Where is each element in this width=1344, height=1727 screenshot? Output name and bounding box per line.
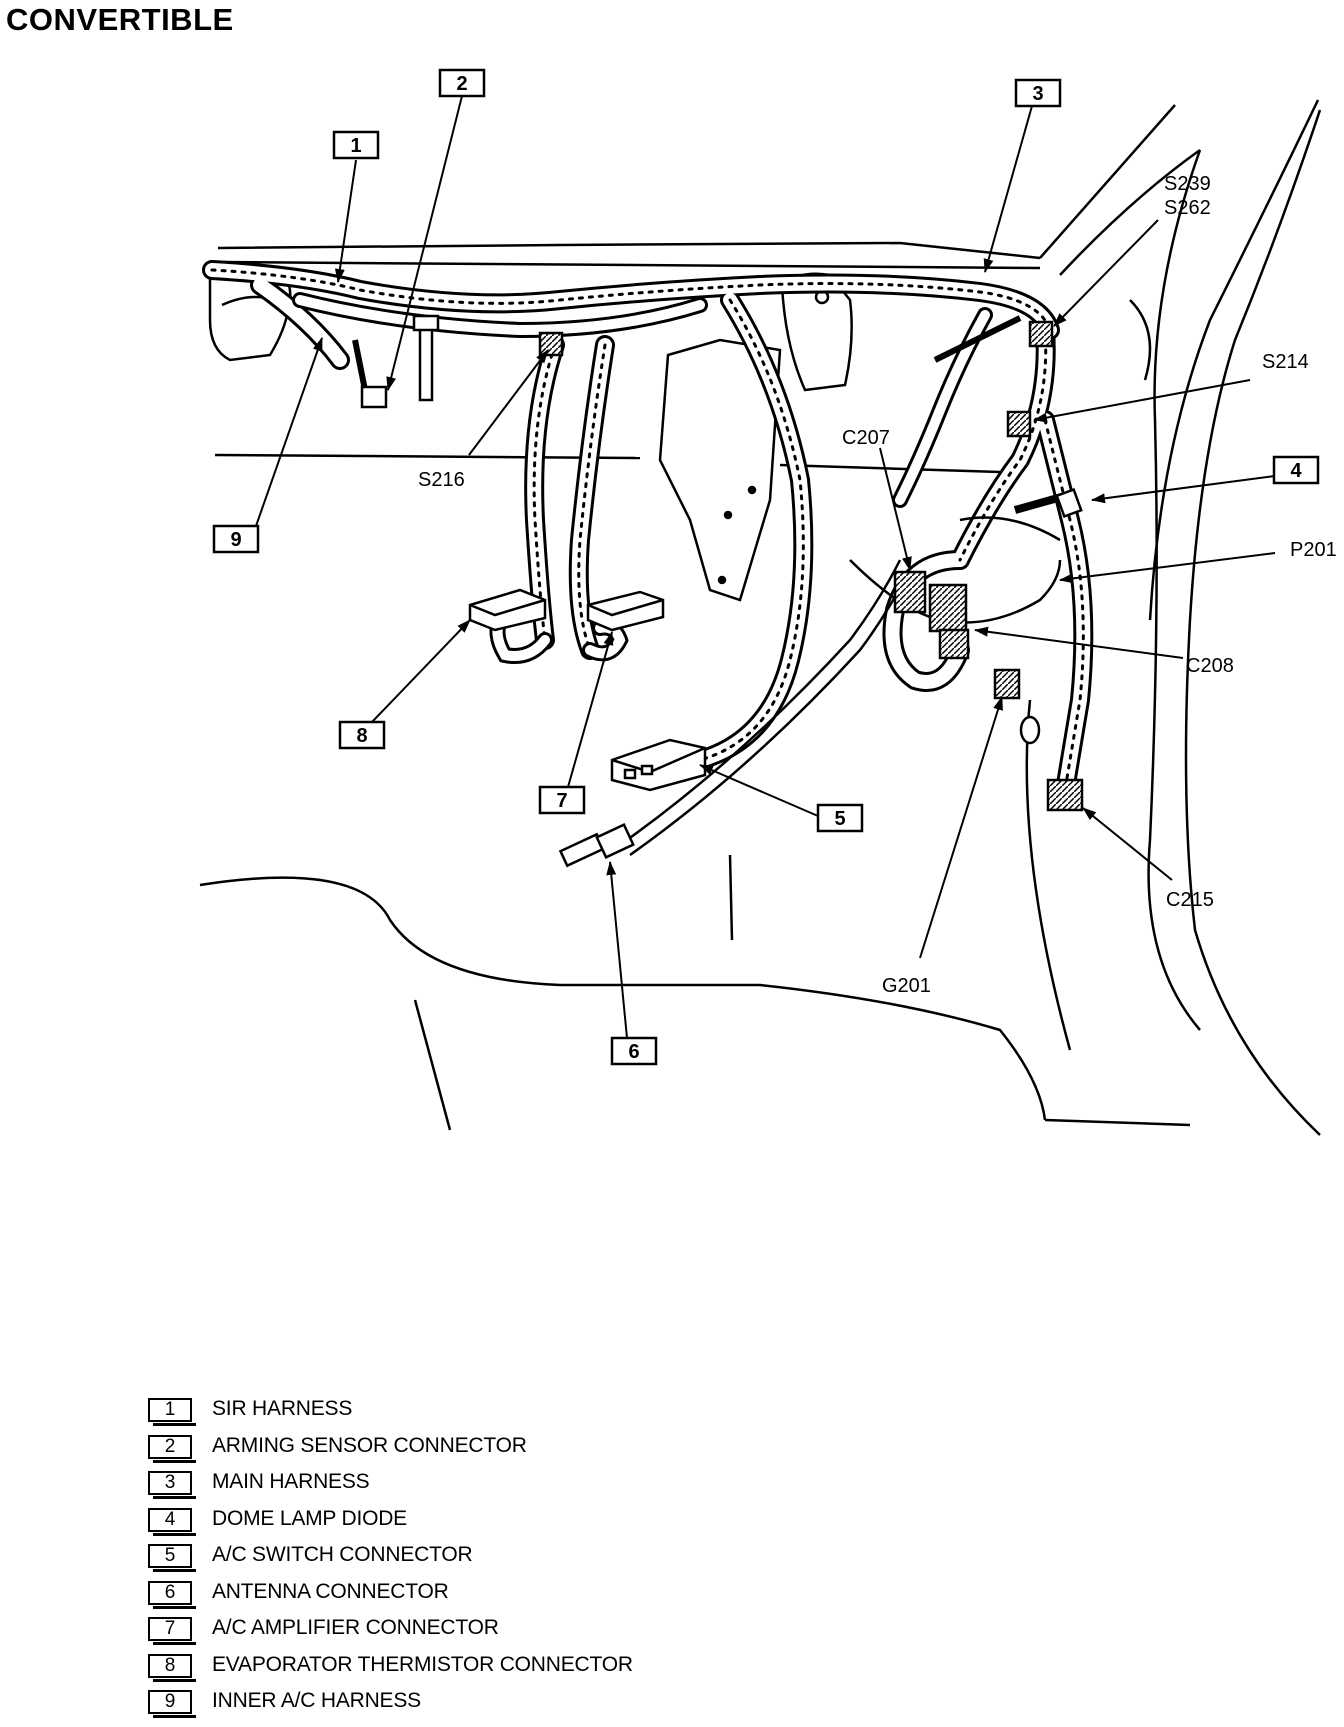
legend-description: DOME LAMP DIODE	[212, 1506, 407, 1530]
label-p201: P201	[1290, 539, 1337, 561]
legend-description: A/C SWITCH CONNECTOR	[212, 1543, 473, 1566]
legend-number: 9	[148, 1690, 196, 1718]
legend-description: ANTENNA CONNECTOR	[212, 1579, 449, 1603]
callout-box-3: 3	[1014, 78, 1062, 108]
label-s239: S239	[1164, 173, 1211, 195]
callout-number-1: 1	[350, 135, 361, 157]
legend-number: 2	[148, 1434, 196, 1463]
callout-number-2: 2	[456, 73, 467, 95]
label-s262: S262	[1164, 197, 1211, 219]
leader-lines	[255, 95, 1276, 1039]
callout-box-6: 6	[610, 1036, 658, 1066]
label-c215: C215	[1166, 889, 1214, 911]
legend-description: SIR HARNESS	[212, 1397, 353, 1420]
callout-box-5: 5	[816, 803, 864, 833]
callout-number-5: 5	[834, 808, 845, 830]
callout-box-4: 4	[1272, 455, 1320, 485]
legend-number: 5	[148, 1544, 196, 1572]
callout-box-7: 7	[538, 785, 586, 815]
page-title: CONVERTIBLE	[6, 2, 234, 37]
legend-description: A/C AMPLIFIER CONNECTOR	[212, 1616, 499, 1639]
callout-number-7: 7	[556, 790, 567, 812]
legend-description: INNER A/C HARNESS	[212, 1689, 421, 1712]
callout-box-8: 8	[338, 720, 386, 750]
label-s214: S214	[1262, 351, 1309, 373]
legend-number: 6	[148, 1580, 196, 1609]
legend-number: 8	[148, 1653, 196, 1682]
callout-number-8: 8	[356, 725, 367, 747]
harness-diagram: 1 2 3 4 5 6 7 8 9 S239 S262 S214 S216 C2…	[199, 68, 1337, 1136]
dash-outline	[199, 99, 1322, 1136]
label-c207: C207	[842, 427, 890, 449]
legend-description: MAIN HARNESS	[212, 1470, 370, 1493]
label-g201: G201	[882, 975, 931, 997]
callout-box-9: 9	[212, 524, 260, 554]
connectors	[352, 314, 1084, 868]
callout-number-4: 4	[1290, 460, 1302, 482]
legend-number: 4	[148, 1507, 196, 1536]
callout-box-1: 1	[332, 130, 380, 160]
legend-description: EVAPORATOR THERMISTOR CONNECTOR	[212, 1652, 633, 1676]
legend-number: 1	[148, 1398, 196, 1426]
callout-box-2: 2	[438, 68, 486, 98]
callout-number-6: 6	[628, 1041, 639, 1063]
legend-number: 3	[148, 1471, 196, 1499]
callout-number-3: 3	[1032, 83, 1043, 105]
legend-number: 7	[148, 1617, 196, 1645]
antenna-lead	[619, 516, 1062, 857]
label-s216: S216	[418, 469, 465, 491]
callout-number-9: 9	[230, 529, 241, 551]
legend-description: ARMING SENSOR CONNECTOR	[212, 1433, 527, 1457]
label-c208: C208	[1186, 655, 1234, 677]
